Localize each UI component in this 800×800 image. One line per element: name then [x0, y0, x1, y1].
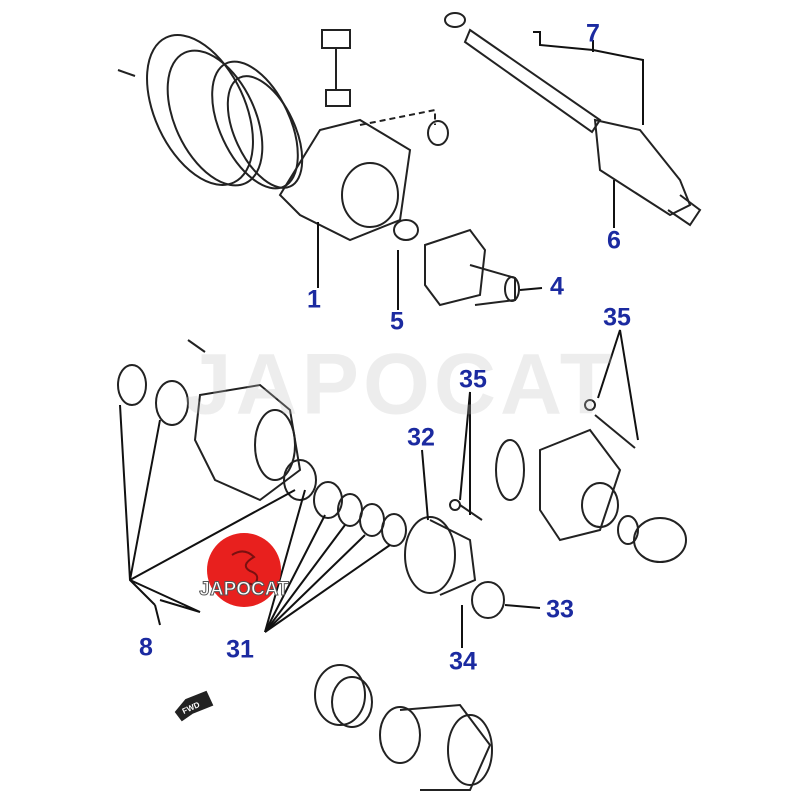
logo-text: JAPOCAT — [199, 579, 289, 601]
steering-knuckle — [278, 29, 449, 242]
callout-5: 5 — [390, 307, 404, 336]
fwd-arrow-icon — [174, 690, 214, 722]
callout-34: 34 — [449, 647, 477, 676]
callout-31: 31 — [226, 635, 254, 664]
callout-8: 8 — [139, 633, 153, 662]
leader-lines — [119, 31, 644, 648]
logo-emblem-icon — [231, 550, 259, 588]
callout-35-right: 35 — [603, 303, 631, 332]
callout-4: 4 — [550, 272, 564, 301]
watermark: JAPOCAT — [183, 336, 617, 433]
brake-backing-plate — [117, 34, 304, 190]
spindle — [393, 219, 520, 307]
callout-6: 6 — [607, 226, 621, 255]
callout-33: 33 — [546, 595, 574, 624]
hub-assembly — [117, 339, 407, 547]
lower-hub-exploded — [314, 664, 493, 791]
japocat-logo-icon — [207, 533, 281, 607]
callout-32: 32 — [407, 423, 435, 452]
axle-shaft — [444, 12, 702, 227]
locking-hub — [404, 399, 687, 619]
callout-35-center: 35 — [459, 365, 487, 394]
callout-7: 7 — [586, 19, 600, 48]
callout-1: 1 — [307, 285, 321, 314]
